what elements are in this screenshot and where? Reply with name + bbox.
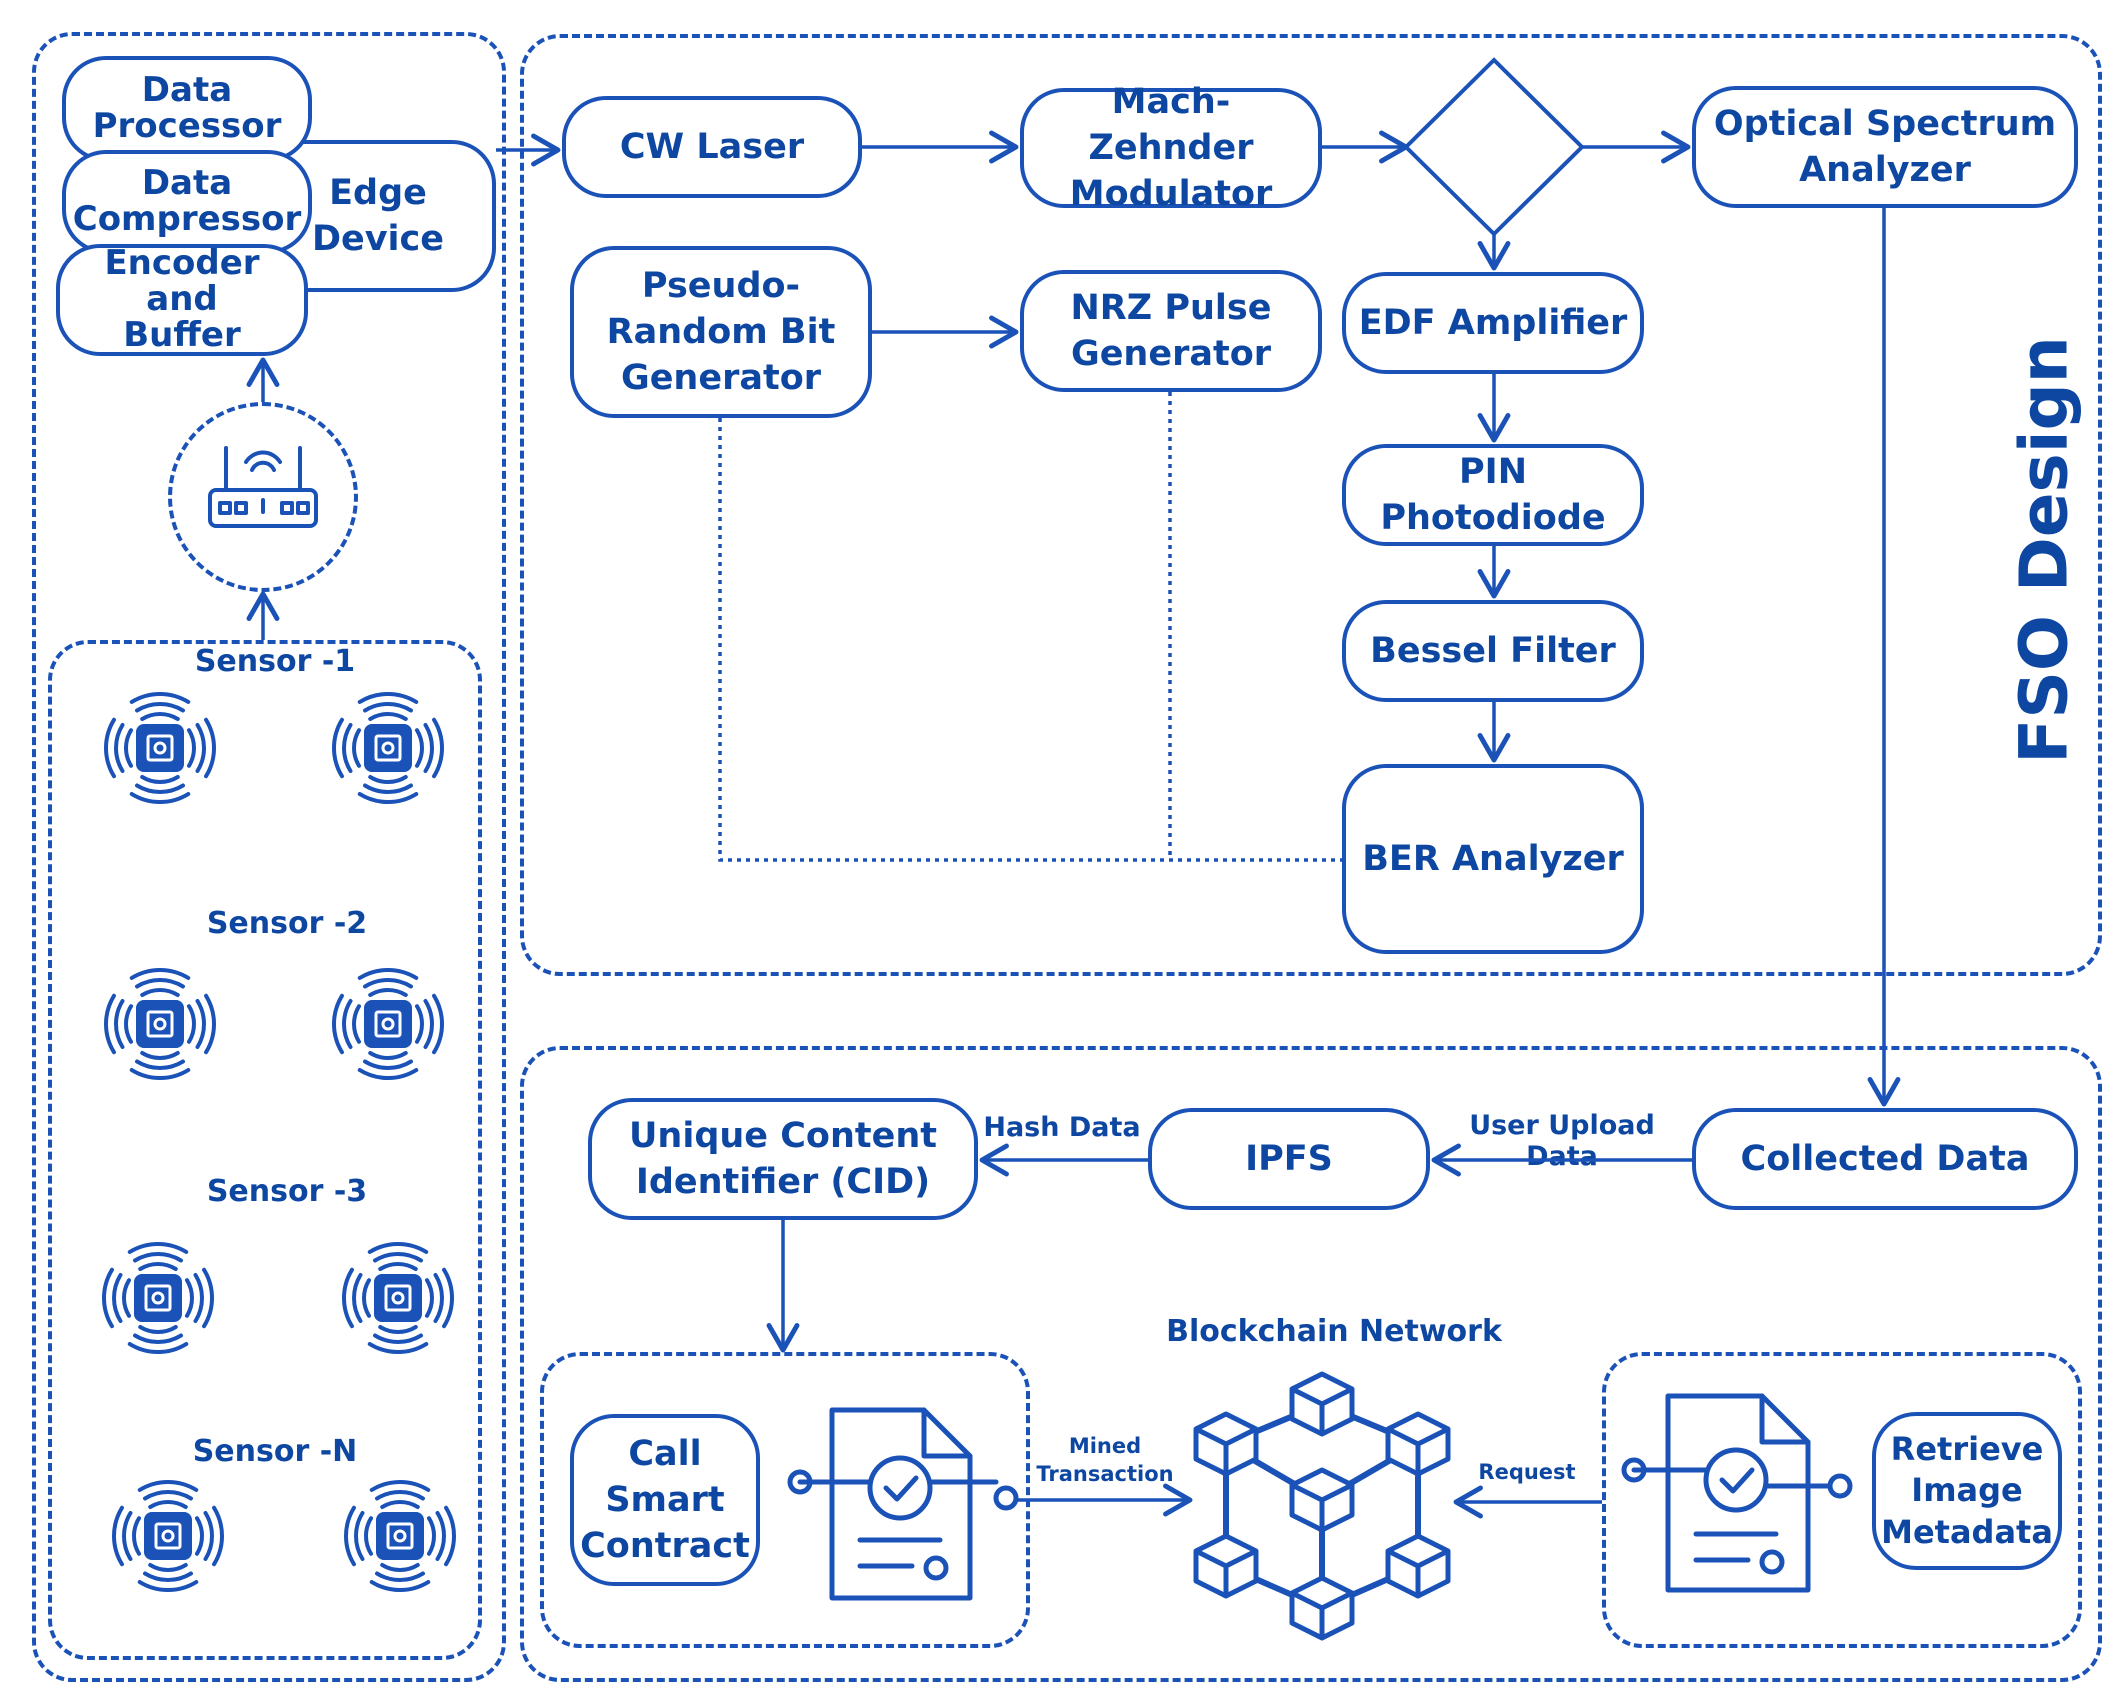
prbs-box: Pseudo- Random Bit Generator xyxy=(570,246,872,418)
edge-device-box: Edge Device xyxy=(260,140,496,292)
fso-diamond-label: FSO xyxy=(1449,120,1541,166)
cid-label: Unique Content Identifier (CID) xyxy=(629,1115,937,1202)
fso-design-title: FSO Design xyxy=(2005,336,2083,764)
edfa-box: EDF Amplifier xyxy=(1342,272,1644,374)
cw-laser-box: CW Laser xyxy=(562,96,862,198)
blockchain-network-label: Blockchain Network xyxy=(1166,1314,1502,1349)
ipfs-box: IPFS xyxy=(1148,1108,1430,1210)
mined-transaction-label: Mined Transaction xyxy=(1036,1434,1174,1487)
router-node xyxy=(168,402,358,592)
edge-device-label: Edge Device xyxy=(311,172,445,259)
collected-data-label: Collected Data xyxy=(1740,1138,2030,1179)
sensor-panel xyxy=(48,640,482,1660)
bessel-label: Bessel Filter xyxy=(1370,630,1616,671)
hash-data-label: Hash Data xyxy=(983,1112,1141,1143)
cw-laser-label: CW Laser xyxy=(619,126,805,167)
sensor-n-label: Sensor -N xyxy=(192,1434,358,1469)
bessel-box: Bessel Filter xyxy=(1342,600,1644,702)
nrz-box: NRZ Pulse Generator xyxy=(1020,270,1322,392)
pin-box: PIN Photodiode xyxy=(1342,444,1644,546)
retrieve-label: Retrieve Image Metadata xyxy=(1881,1429,2053,1551)
mzm-box: Mach-Zehnder Modulator xyxy=(1020,82,1322,214)
sensor-3-label: Sensor -3 xyxy=(206,1174,368,1209)
fso-panel xyxy=(520,34,2102,976)
osa-box: Optical Spectrum Analyzer xyxy=(1692,86,2078,208)
edfa-label: EDF Amplifier xyxy=(1358,302,1628,343)
call-contract-box: Call Smart Contract xyxy=(570,1414,760,1586)
collected-data-box: Collected Data xyxy=(1692,1108,2078,1210)
encoder-buffer-box: Encoder and Buffer xyxy=(56,244,308,356)
data-compressor-box: Data Compressor xyxy=(62,150,312,254)
data-processor-label: Data Processor xyxy=(92,70,282,146)
data-processor-box: Data Processor xyxy=(62,56,312,162)
encoder-buffer-label: Encoder and Buffer xyxy=(104,243,260,355)
sensor-1-label: Sensor -1 xyxy=(194,644,356,679)
ber-label: BER Analyzer xyxy=(1362,838,1624,879)
sensor-2-label: Sensor -2 xyxy=(206,906,368,941)
ber-box: BER Analyzer xyxy=(1342,764,1644,954)
prbs-label: Pseudo- Random Bit Generator xyxy=(606,265,836,399)
edge-panel xyxy=(32,32,506,1682)
retrieve-box: Retrieve Image Metadata xyxy=(1872,1412,2062,1570)
nrz-label: NRZ Pulse Generator xyxy=(1070,287,1272,374)
pin-label: PIN Photodiode xyxy=(1380,451,1606,538)
cid-box: Unique Content Identifier (CID) xyxy=(588,1098,978,1220)
mzm-label: Mach-Zehnder Modulator xyxy=(1069,81,1273,215)
call-contract-label: Call Smart Contract xyxy=(580,1433,750,1567)
retrieve-panel xyxy=(1602,1352,2082,1648)
request-label: Request xyxy=(1478,1460,1576,1484)
data-compressor-label: Data Compressor xyxy=(72,163,302,239)
blockchain-panel xyxy=(520,1046,2102,1682)
osa-label: Optical Spectrum Analyzer xyxy=(1713,103,2057,190)
ipfs-label: IPFS xyxy=(1245,1138,1333,1179)
user-upload-label: User Upload Data xyxy=(1469,1110,1655,1172)
